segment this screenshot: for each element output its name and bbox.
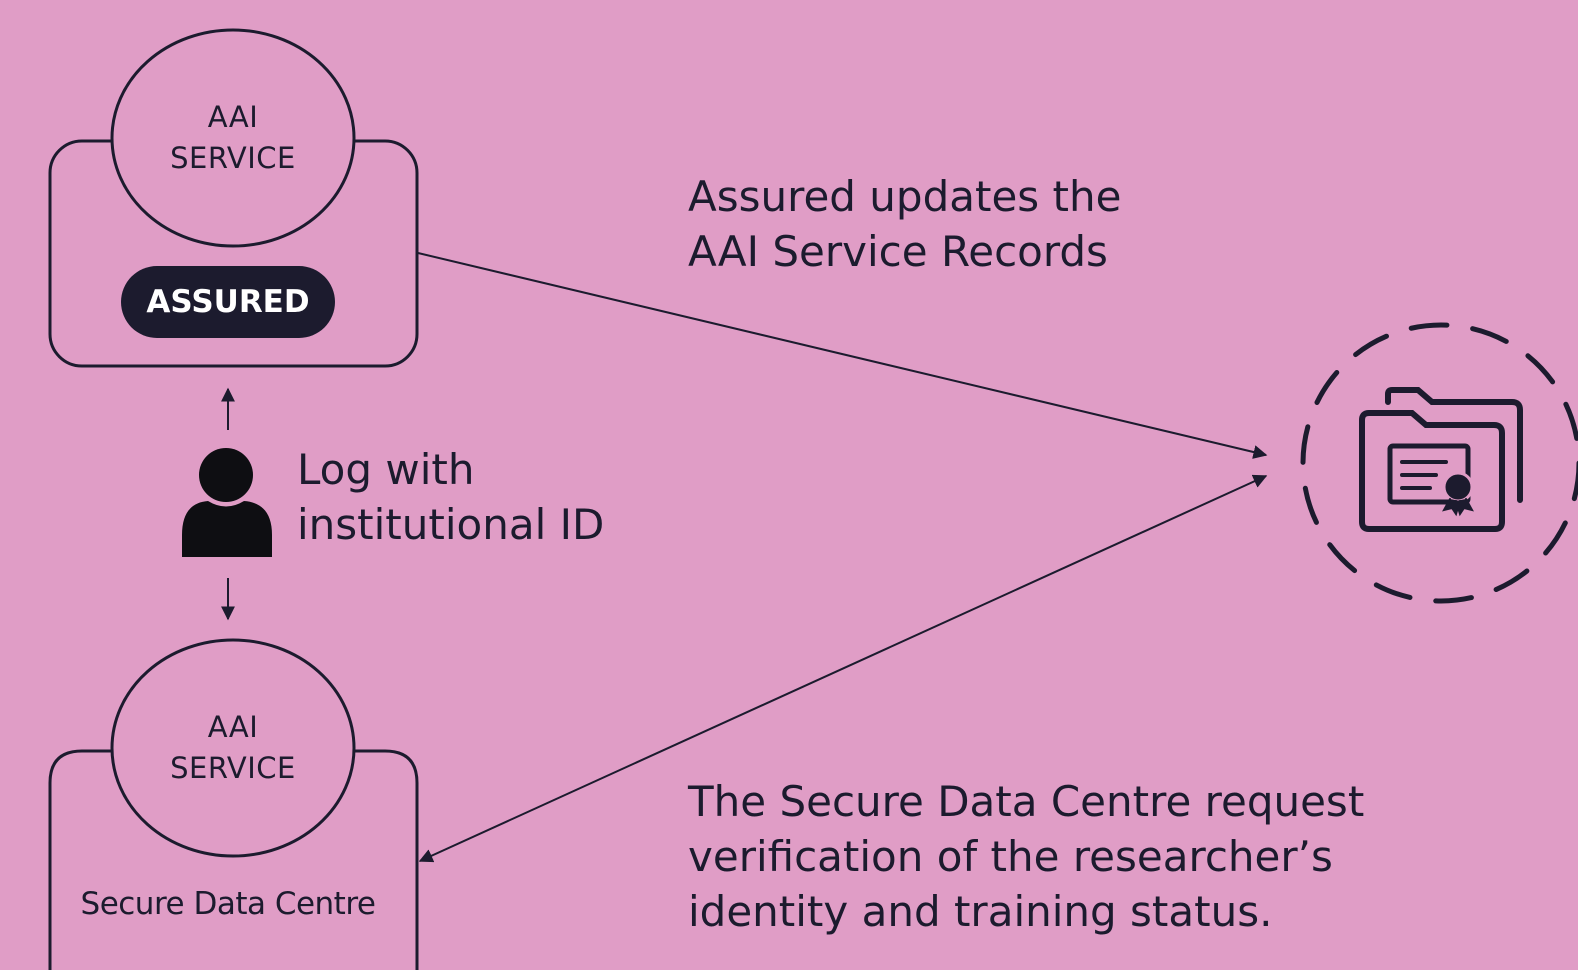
assured-badge-label: ASSURED (146, 284, 310, 320)
top-node-ellipse (110, 28, 356, 248)
bottom-caption: The Secure Data Centre request verificat… (688, 777, 1365, 936)
bottom-node-ellipse (110, 638, 356, 858)
top-aai-node (48, 28, 419, 368)
top-connector-arrow (417, 252, 1268, 459)
person-icon (182, 448, 272, 557)
top-ellipse-label: AAI SERVICE (170, 100, 296, 175)
user-login-label: Log with institutional ID (297, 445, 605, 549)
bottom-connector-arrow (418, 474, 1268, 863)
bottom-aai-node (48, 638, 419, 970)
certificate-folder-icon (1300, 322, 1578, 604)
assured-badge (121, 266, 335, 338)
bottom-ellipse-label: AAI SERVICE (170, 710, 296, 785)
secure-data-centre-label: Secure Data Centre (80, 886, 376, 922)
dashed-target-circle (1300, 322, 1578, 604)
top-caption: Assured updates the AAI Service Records (688, 172, 1122, 276)
